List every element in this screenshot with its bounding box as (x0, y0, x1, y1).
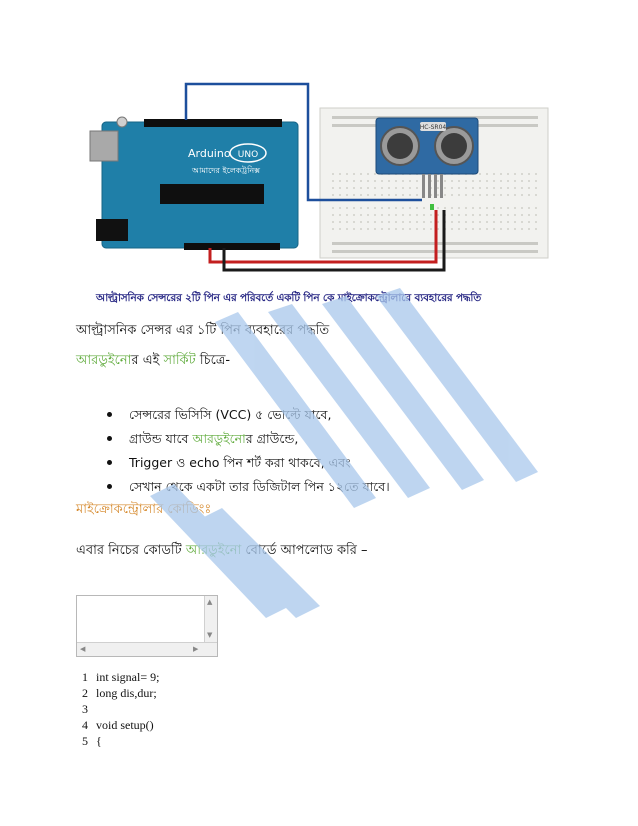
circuit-link[interactable]: সার্কিট (163, 353, 196, 368)
line-number: 3 (82, 702, 88, 716)
arduino-brand: Arduino (188, 147, 231, 160)
scroll-right-icon[interactable]: ▶ (193, 645, 199, 653)
list-item-text: Trigger ও echo পিন শর্ট করা থাকবে, এবং (129, 455, 351, 470)
bullet-icon (107, 484, 112, 489)
bullet-icon (107, 460, 112, 465)
code-listing: 1 int signal= 9; 2 long dis,dur; 3 4 void s… (76, 669, 159, 749)
arduino-board: Arduino UNO আমাদের ইলেকট্রনিক্স (89, 116, 299, 250)
section-heading: মাইক্রোকন্ট্রোলার কোডিংঃ (76, 502, 212, 517)
horizontal-scrollbar[interactable]: ◀ ▶ (77, 642, 217, 656)
list-item-text: গ্রাউন্ড যাবে আরডুইনোর গ্রাউন্ডে, (129, 431, 298, 451)
scroll-down-icon[interactable]: ▼ (207, 631, 213, 639)
reset-button (116, 116, 128, 128)
ultrasonic-sensor: HC-SR04 (375, 117, 479, 198)
vcc-wire (208, 210, 438, 264)
usb-port (89, 130, 119, 162)
atmega-chip (160, 184, 264, 204)
upload-line-pre: এবার নিচের কোডটি (76, 543, 186, 558)
bullet-icon (107, 436, 112, 441)
circuit-line-end: চিত্রে- (195, 353, 231, 368)
circuit-figure: HC-SR04 Arduino UNO আমাদের ইলেকট্রনিক্স (80, 80, 556, 311)
line-number: 2 (82, 686, 88, 700)
line-number: 1 (82, 670, 88, 684)
list-item-text: সেন্সরের ভিসিসি (VCC) ৫ ভোল্টে যাবে, (129, 407, 332, 422)
arduino-bn-label: আমাদের ইলেকট্রনিক্স (191, 166, 260, 175)
circuit-illustration: HC-SR04 Arduino UNO আমাদের ইলেকট্রনিক্স (89, 82, 549, 272)
watermark-stripe (376, 288, 538, 482)
scroll-left-icon[interactable]: ◀ (80, 645, 86, 653)
power-jack (96, 219, 128, 241)
green-wire-jumper (430, 204, 434, 210)
arduino-link[interactable]: আরডুইনো (76, 353, 132, 368)
circuit-line-mid: র এই (131, 353, 164, 368)
digital-header (144, 119, 282, 127)
signal-wire (184, 82, 422, 202)
bullet-icon (107, 412, 112, 417)
circuit-line: আরডুইনোর এই সার্কিট চিত্রে- (76, 351, 230, 372)
code-line: 3 (76, 701, 159, 717)
code-line: 2 long dis,dur; (76, 685, 159, 701)
ground-wire (222, 210, 446, 272)
code-text: { (96, 734, 102, 748)
code-text: long dis,dur; (96, 686, 157, 700)
analog-header (184, 243, 280, 250)
line-number: 4 (82, 718, 88, 732)
code-text: void setup() (96, 718, 154, 732)
scroll-up-icon[interactable]: ▲ (207, 598, 213, 606)
embedded-code-box[interactable]: ▲ ▼ ◀ ▶ (76, 595, 218, 657)
arduino-model: UNO (238, 150, 258, 160)
arduino-link[interactable]: আরডুইনো (185, 543, 242, 558)
sensor-label: HC-SR04 (420, 124, 447, 131)
code-text: int signal= 9; (96, 670, 160, 684)
code-line: 5{ (76, 733, 159, 749)
list-item-pre: গ্রাউন্ড যাবে (129, 431, 193, 446)
figure-caption: আল্ট্রাসনিক সেন্সরের ২টি পিন এর পরিবর্তে… (96, 292, 482, 304)
list-item-post: র গ্রাউন্ডে, (245, 431, 299, 446)
line-number: 5 (82, 734, 88, 748)
list-item-text: সেখান থেকে একটা তার ডিজিটাল পিন ১২তে যাব… (129, 479, 390, 494)
code-line: 1 int signal= 9; (76, 669, 159, 685)
upload-line-post: বোর্ডে আপলোড করি – (241, 543, 368, 558)
vertical-scrollbar[interactable]: ▲ ▼ (204, 596, 217, 642)
intro-text: আল্ট্রাসনিক সেন্সর এর ১টি পিন ব্যবহারের … (76, 323, 330, 338)
code-line: 4 void setup() (76, 717, 159, 733)
arduino-link[interactable]: আরডুইনো (192, 431, 246, 446)
upload-line: এবার নিচের কোডটি আরডুইনো বোর্ডে আপলোড কর… (76, 541, 368, 562)
